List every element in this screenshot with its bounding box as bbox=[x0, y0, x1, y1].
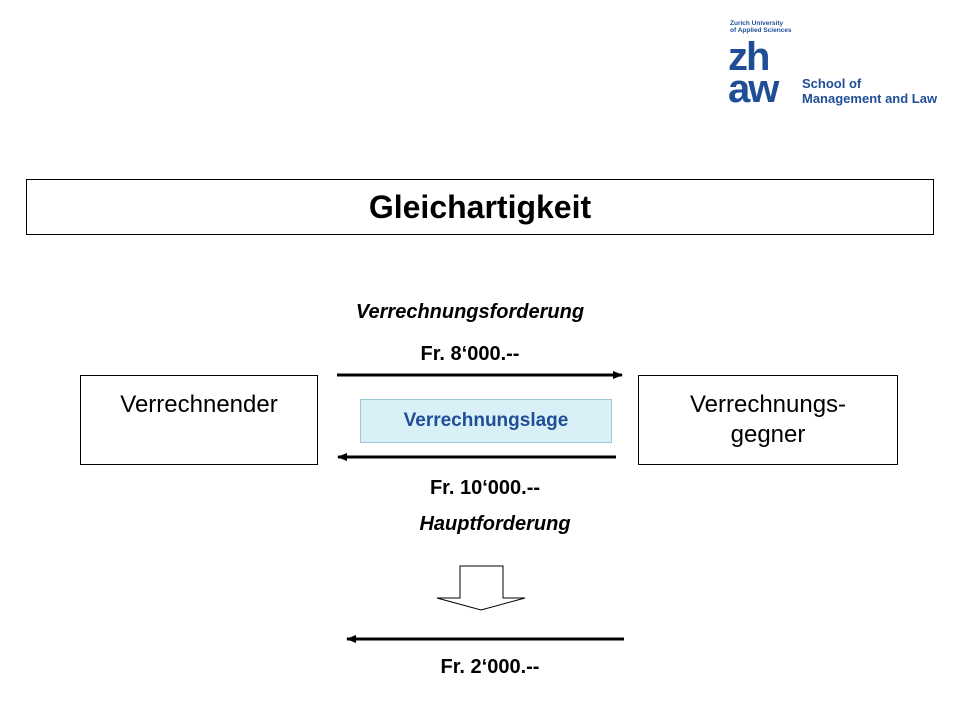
top-amount-label: Fr. 8‘000.-- bbox=[420, 343, 520, 365]
left-party-box: Verrechnender bbox=[80, 375, 318, 465]
bottom-amount-label: Fr. 10‘000.-- bbox=[429, 477, 541, 499]
right-party-box: Verrechnungs- gegner bbox=[638, 375, 898, 465]
zhaw-logo: Zurich University of Applied Sciences zh… bbox=[722, 14, 952, 114]
right-party-label: Verrechnungs- gegner bbox=[690, 390, 846, 450]
page-title: Gleichartigkeit bbox=[368, 188, 592, 225]
logo-university-line2: of Applied Sciences bbox=[730, 27, 792, 34]
hauptforderung-label: Hauptforderung bbox=[419, 513, 571, 535]
logo-university-text: Zurich University of Applied Sciences bbox=[730, 20, 792, 34]
logo-mark-bottom: aw bbox=[728, 67, 779, 111]
verrechnungslage-badge: Verrechnungslage bbox=[360, 399, 612, 443]
logo-school-text: School of Management and Law bbox=[802, 76, 937, 106]
title-box: Gleichartigkeit bbox=[26, 179, 934, 235]
result-amount-label: Fr. 2‘000.-- bbox=[440, 656, 540, 678]
left-party-label: Verrechnender bbox=[120, 391, 278, 418]
logo-mark-top: zh bbox=[728, 35, 770, 79]
logo-school-line1: School of bbox=[802, 76, 862, 91]
down-arrow-icon bbox=[436, 565, 526, 611]
logo-university-line1: Zurich University bbox=[730, 20, 784, 27]
right-party-line2: gegner bbox=[730, 421, 806, 448]
verrechnungsforderung-label: Verrechnungsforderung bbox=[355, 301, 585, 323]
verrechnungslage-label: Verrechnungslage bbox=[403, 410, 569, 431]
logo-school-line2: Management and Law bbox=[802, 91, 938, 106]
right-party-line1: Verrechnungs- bbox=[689, 391, 847, 418]
